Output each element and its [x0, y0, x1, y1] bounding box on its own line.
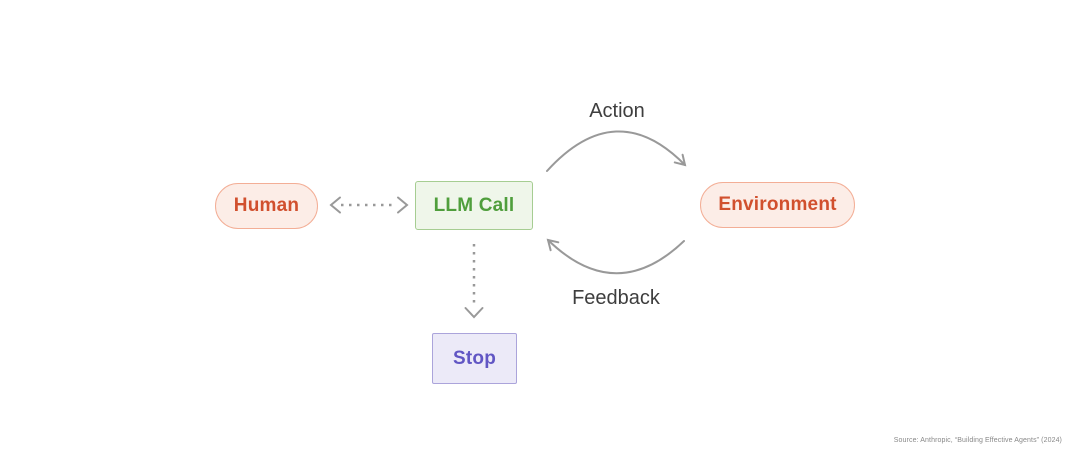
node-human: Human: [215, 183, 318, 229]
action-arrow: [546, 130, 687, 172]
node-llm-call-label: LLM Call: [433, 194, 515, 216]
node-environment: Environment: [700, 182, 855, 228]
node-llm-call: LLM Call: [415, 181, 533, 230]
action-edge-label: Action: [589, 100, 645, 122]
llm-stop-arrowhead: [464, 307, 484, 319]
node-human-label: Human: [233, 195, 300, 216]
source-attribution: Source: Anthropic, “Building Effective A…: [893, 437, 1062, 444]
node-stop: Stop: [432, 333, 517, 384]
node-stop-label: Stop: [452, 347, 496, 369]
human-llm-left-arrowhead: [329, 196, 341, 214]
feedback-arrow: [546, 238, 685, 275]
human-llm-right-arrowhead: [397, 196, 409, 214]
feedback-edge-label: Feedback: [572, 287, 660, 309]
node-environment-label: Environment: [718, 194, 837, 215]
